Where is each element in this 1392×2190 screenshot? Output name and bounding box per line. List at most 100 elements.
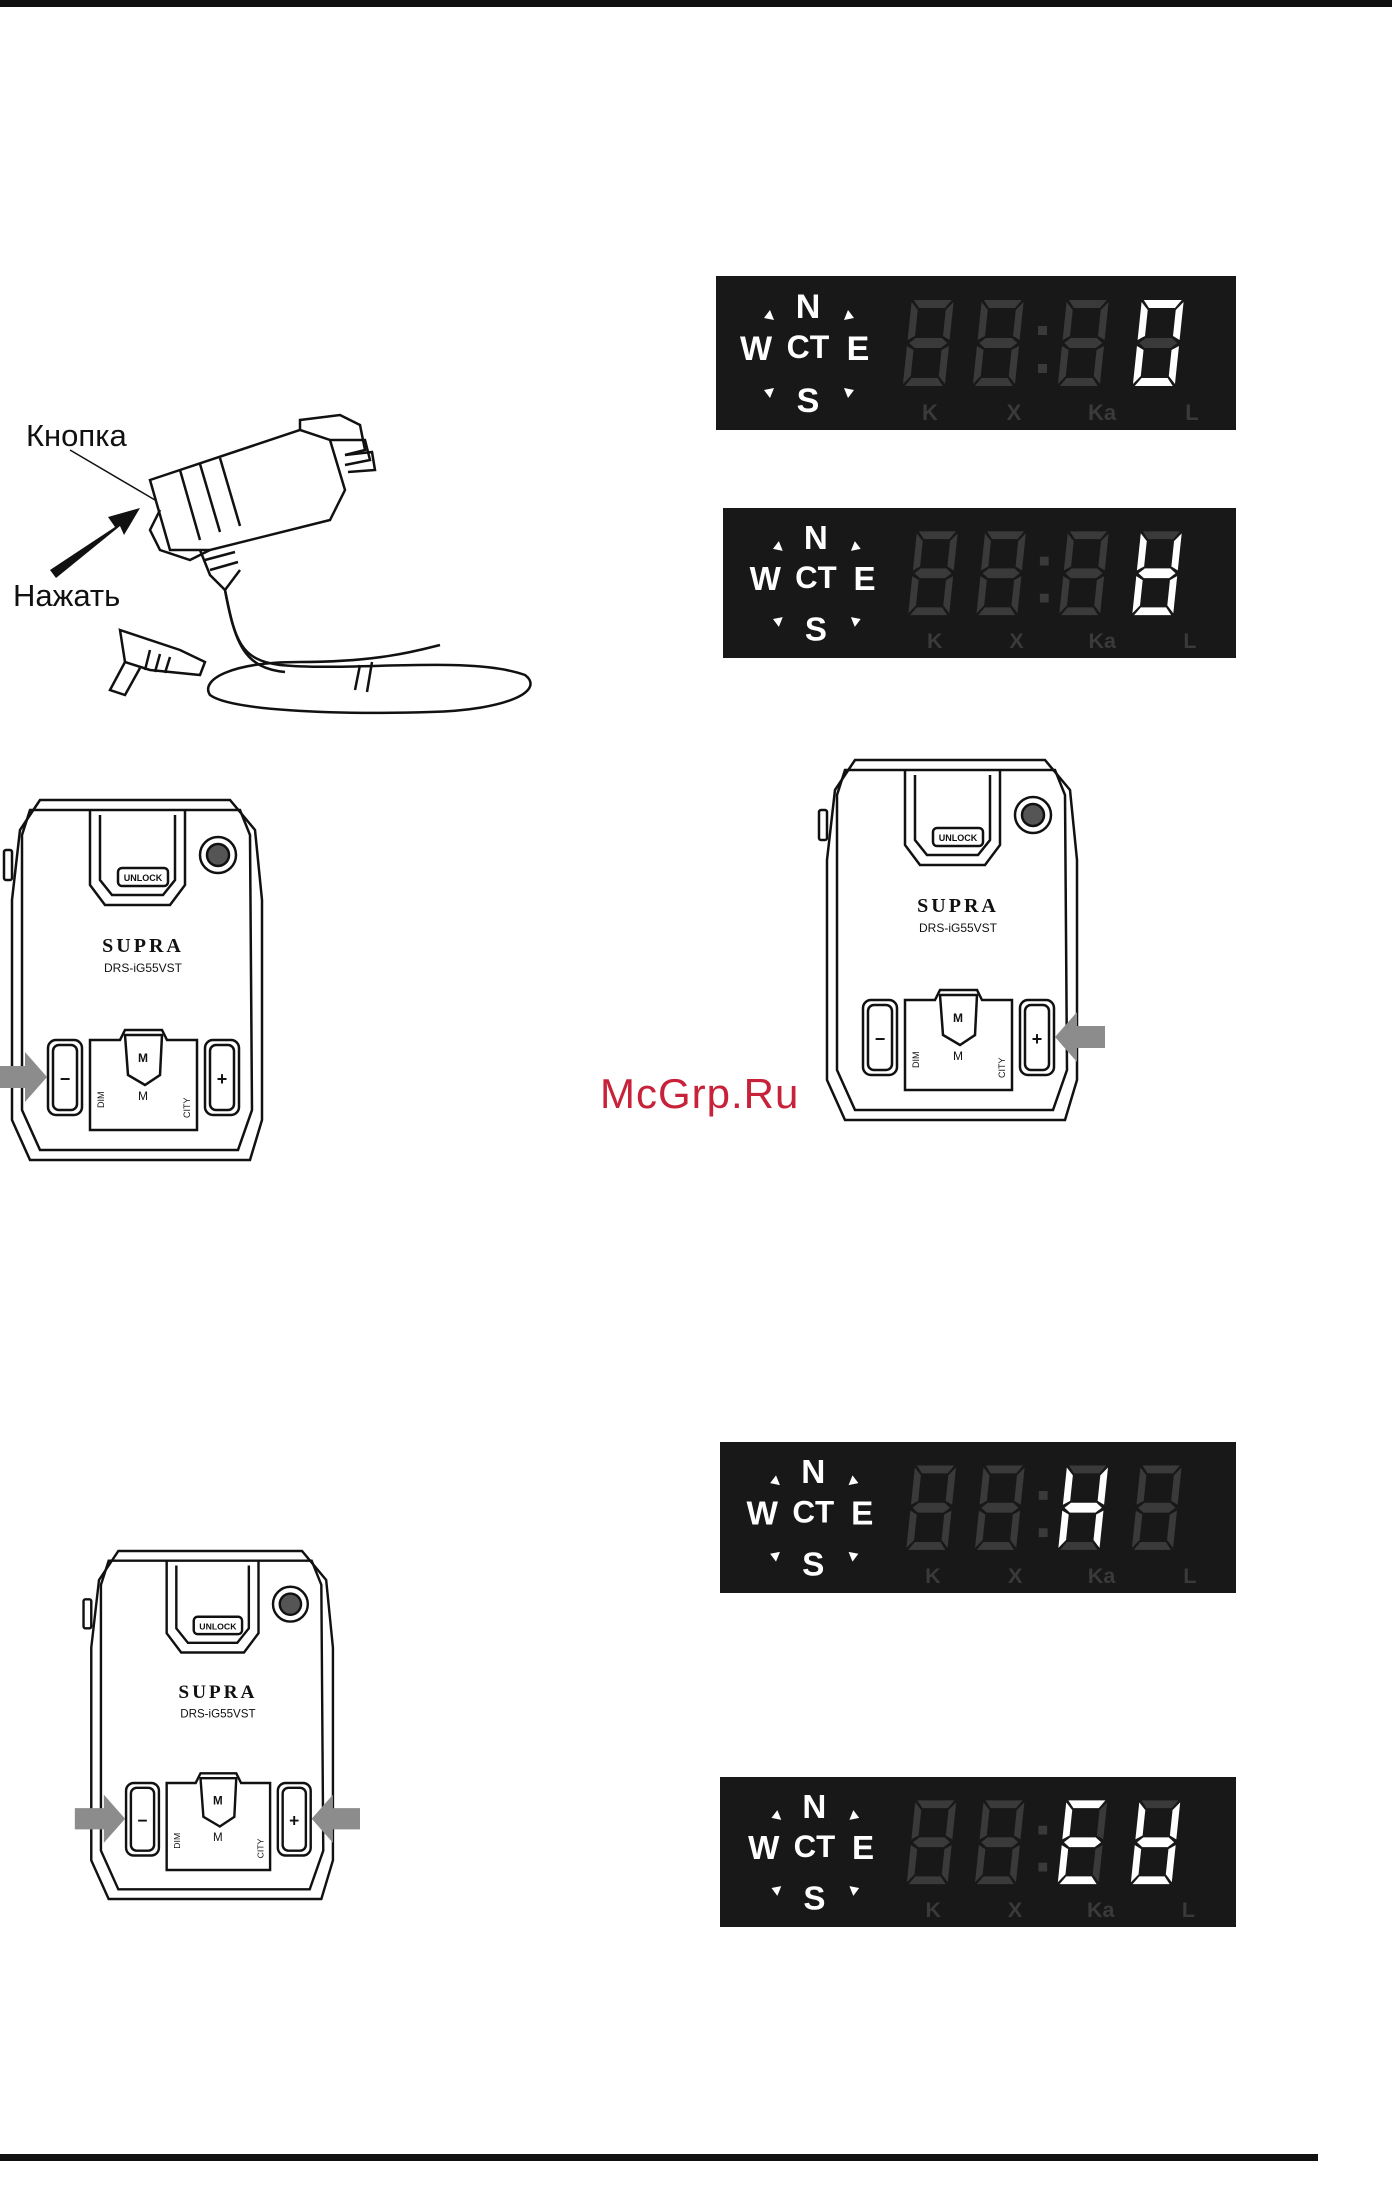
compass-n: N (804, 520, 828, 557)
segment-a (913, 300, 952, 308)
digit-3 (1058, 300, 1109, 386)
compass-center: CT (787, 329, 830, 365)
segment-a (1142, 1466, 1180, 1474)
band-label-ka: Ka (1088, 1563, 1117, 1588)
segment-g (981, 1837, 1019, 1847)
city-label: CITY (255, 1838, 265, 1858)
compass-tick-icon (849, 1552, 859, 1562)
band-label-ka: Ka (1087, 1898, 1115, 1922)
plus-label: + (217, 1069, 228, 1089)
band-label-l: L (1183, 629, 1196, 653)
segment-a (983, 300, 1022, 308)
segment-f (908, 302, 919, 340)
band-label-k: K (925, 1898, 941, 1922)
radar-device-plus: UNLOCKSUPRADRS-iG55VSTMM−+DIMCITY (795, 730, 1125, 1170)
button-caption: Кнопка (26, 418, 127, 454)
digit-2 (973, 300, 1024, 386)
segment-c (1165, 1845, 1176, 1882)
segment-f (1135, 1802, 1146, 1839)
segment-a (1143, 300, 1182, 308)
compass-e: E (851, 1495, 873, 1532)
band-label-x: X (1007, 400, 1022, 425)
digit-2 (976, 531, 1026, 615)
digit-1 (903, 300, 954, 386)
segment-d (910, 607, 948, 615)
segment-a (1068, 300, 1107, 308)
segment-c (942, 576, 953, 613)
segment-d (977, 1542, 1015, 1550)
segment-d (975, 378, 1014, 386)
compass-center: CT (792, 1494, 834, 1529)
brand-logo: SUPRA (178, 1682, 257, 1703)
segment-f (913, 533, 924, 570)
compass-w: W (747, 1495, 779, 1532)
segment-a (1068, 1466, 1106, 1474)
band-label-k: K (927, 629, 943, 653)
segment-g (979, 338, 1018, 348)
m-caption: M (213, 1831, 223, 1844)
lcd-display-1: NWESCTKXKaL (716, 276, 1236, 430)
bottom-rule (0, 2154, 1318, 2161)
segment-g (1138, 568, 1176, 578)
minus-label: − (60, 1069, 71, 1089)
unlock-label: UNLOCK (199, 1621, 237, 1631)
compass-tick-icon (772, 1810, 782, 1820)
top-rule (0, 0, 1392, 7)
segment-f (1062, 1802, 1073, 1839)
digit-4 (1132, 1466, 1182, 1550)
segment-c (938, 346, 949, 384)
band-label-l: L (1185, 400, 1198, 425)
compass-s: S (802, 1546, 824, 1583)
radar-device-both: UNLOCKSUPRADRS-iG55VSTMM−+DIMCITY (70, 1535, 360, 1915)
band-label-k: K (922, 400, 938, 425)
segment-g (909, 338, 948, 348)
segment-c (1093, 1511, 1104, 1548)
model-label: DRS-iG55VST (104, 961, 183, 975)
city-label: CITY (997, 1057, 1007, 1078)
segment-a (917, 1800, 955, 1808)
segment-g (1138, 1503, 1176, 1513)
band-label-x: X (1008, 1563, 1023, 1588)
digit-1 (906, 1466, 956, 1550)
segment-c (1009, 1511, 1020, 1548)
segment-d (1060, 1876, 1098, 1884)
segment-d (1133, 1876, 1171, 1884)
brand-logo: SUPRA (102, 935, 184, 957)
segment-c (941, 1845, 952, 1882)
city-label: CITY (182, 1097, 192, 1118)
segment-g (981, 1503, 1019, 1513)
segment-a (985, 1466, 1023, 1474)
colon-dot (1039, 1491, 1048, 1500)
compass-center: CT (794, 1829, 836, 1864)
compass-s: S (805, 611, 827, 648)
digit-3 (1058, 1466, 1108, 1550)
segment-f (980, 1467, 991, 1504)
segment-c (1092, 1845, 1103, 1882)
plus-label: + (1032, 1029, 1043, 1049)
minus-label: − (875, 1029, 886, 1049)
segment-c (1093, 576, 1104, 613)
model-label: DRS-iG55VST (919, 921, 998, 935)
colon-dot (1038, 326, 1047, 335)
compass-e: E (854, 561, 876, 598)
dim-label: DIM (911, 1052, 921, 1069)
compass-tick-icon (770, 1475, 780, 1485)
segment-f (980, 1802, 991, 1839)
m-caption: M (138, 1089, 148, 1103)
segment-g (1064, 338, 1103, 348)
compass-n: N (801, 1454, 825, 1491)
compass-w: W (748, 1830, 780, 1867)
segment-d (905, 378, 944, 386)
segment-d (1060, 1542, 1098, 1550)
compass-tick-icon (849, 1886, 859, 1896)
digit-3 (1058, 1800, 1108, 1884)
compass-tick-icon (770, 1552, 780, 1562)
compass-tick-icon (764, 310, 774, 320)
segment-g (1139, 338, 1178, 348)
brand-logo: SUPRA (917, 895, 999, 917)
segment-f (911, 1467, 922, 1504)
m-button-label: M (953, 1011, 963, 1025)
colon-dot (1038, 364, 1047, 373)
